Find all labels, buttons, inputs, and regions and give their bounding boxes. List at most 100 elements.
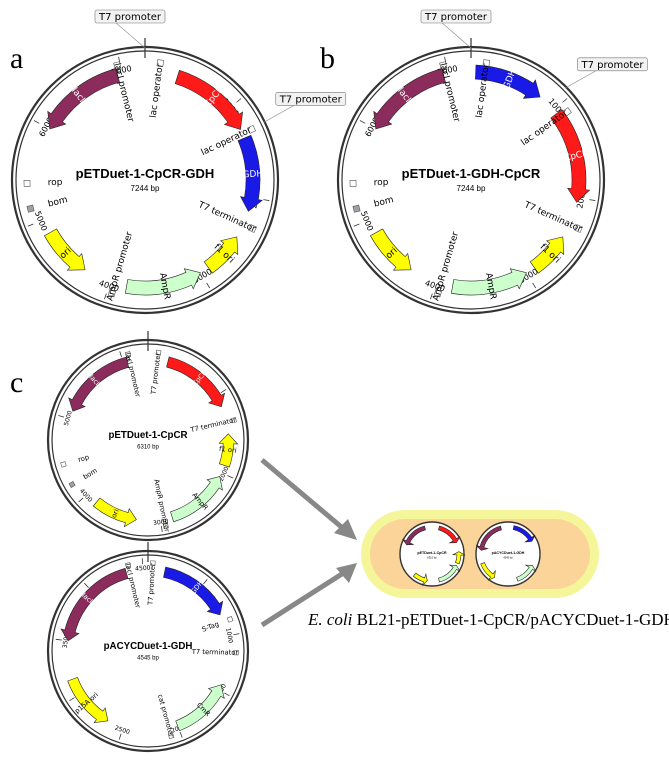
b-tick-4 — [353, 223, 360, 227]
c-top-tick-3 — [78, 497, 84, 503]
a-feature-ori — [43, 228, 86, 271]
c-bottom-marker-s-tag-2 — [226, 616, 234, 623]
a-label-rop-5: rop — [48, 178, 63, 188]
c-top-marker-t7-promoter-0 — [155, 349, 162, 356]
c-bottom-feature-laci — [60, 567, 129, 642]
c-top-tick-label-4: 5000 — [63, 410, 74, 427]
a-tick-0 — [236, 98, 242, 103]
a-marker-bom-6 — [26, 204, 35, 213]
c-top-marker-laci-promoter-3 — [124, 351, 132, 358]
b-label-bom-6: bom — [373, 195, 395, 210]
c-top-tick-4 — [58, 415, 65, 418]
c-top-feature-ampr — [170, 476, 223, 523]
b-marker-ampr-promoter-3 — [433, 289, 442, 298]
c-top-label-laci-promoter-3: lacI promoter — [124, 352, 142, 398]
a-marker-laci-promoter-4 — [113, 61, 122, 70]
a-tick-4 — [27, 223, 34, 227]
transform-arrows — [260, 458, 357, 628]
c-bottom-tick-6 — [55, 638, 62, 641]
b-marker-rop-5 — [349, 179, 357, 187]
b-tick-2 — [532, 282, 537, 289]
b-callout-1: T7 promoter — [580, 60, 644, 71]
a-callout-leader-1 — [263, 104, 296, 123]
cell-left-mini-feature-1 — [451, 551, 466, 565]
c-bottom-tick-label-8: 4500 — [135, 565, 151, 573]
b-callout-leader-1 — [565, 69, 598, 89]
c-bottom-tick-label-6: 3500 — [62, 632, 71, 648]
plasmid-map-c-top: 100020003000400050006000CpCRf1 oriAmpRor… — [46, 331, 250, 542]
c-top-marker-t7-terminator-1 — [230, 417, 237, 424]
c-top-feature-f1-ori — [218, 433, 239, 468]
a-map-name: pETDuet-1-CpCR-GDH — [76, 166, 215, 181]
b-callout-leader-0 — [440, 21, 472, 49]
arrow-bottom — [260, 569, 347, 628]
a-feature-label-gdh: GDH — [242, 169, 263, 180]
b-marker-t7-terminator-2 — [574, 224, 583, 233]
c-bottom-label-t7-promoter-0: T7 promoter — [146, 563, 156, 606]
plasmid-map-b: 1000200030004000500060007000GDHCpCRf1 or… — [336, 9, 648, 315]
b-tick-label-4: 5000 — [359, 209, 376, 232]
cell-left-mini-feature-2 — [438, 564, 461, 583]
a-tick-label-4: 5000 — [33, 209, 50, 232]
b-marker-bom-6 — [352, 204, 361, 213]
cell-right-mini-size: 4545 bp — [503, 556, 513, 560]
c-bottom-tick-4 — [118, 733, 122, 740]
b-map-name: pETDuet-1-GDH-CpCR — [402, 166, 541, 181]
a-label-bom-6: bom — [47, 195, 69, 210]
c-top-tick-label-2: 3000 — [153, 518, 169, 527]
cell-right-mini-feature-3 — [475, 525, 502, 551]
arrow-top — [260, 458, 347, 532]
c-top-tick-1 — [227, 475, 234, 479]
arrow-bottom-head — [336, 563, 357, 583]
c-bottom-tick-7 — [84, 582, 89, 588]
c-bottom-label-cat-promoter-4: cat promoter — [156, 693, 175, 738]
c-top-feature-label-f1-ori: f1 ori — [219, 445, 238, 455]
c-bottom-map-name: pACYCDuet-1-GDH — [104, 641, 193, 652]
caption-italic: E. coli — [308, 610, 353, 629]
cell-right-mini-feature-2 — [480, 562, 496, 581]
b-tick-0 — [562, 98, 568, 103]
a-callout-leader-0 — [114, 21, 146, 49]
a-feature-f1-ori — [203, 236, 239, 274]
b-tick-5 — [359, 120, 366, 124]
c-top-marker-bom-5 — [68, 481, 76, 488]
b-callout-box-0 — [420, 9, 492, 24]
b-feature-f1-ori — [529, 236, 565, 274]
a-map-size: 7244 bp — [131, 184, 160, 193]
c-bottom-feature-gdh — [163, 566, 224, 616]
b-tick-3 — [430, 293, 433, 300]
c-top-tick-2 — [160, 525, 163, 532]
c-bottom-tick-1 — [233, 633, 240, 636]
a-tick-1 — [263, 199, 270, 201]
plasmid-map-a: 1000200030004000500060007000CpCRGDHf1 or… — [10, 9, 347, 315]
cell-left-mini-feature-3 — [412, 572, 428, 586]
c-bottom-tick-2 — [224, 692, 230, 697]
a-tick-2 — [206, 282, 211, 289]
c-bottom-marker-laci-promoter-1 — [125, 562, 132, 569]
cell-left-mini-size: 6310 bp — [427, 556, 437, 560]
cell-right-mini-name: pACYCDuet-1-GDH — [492, 551, 525, 555]
a-tick-3 — [104, 293, 107, 300]
c-bottom-marker-cat-promoter-4 — [168, 732, 175, 740]
c-bottom-feature-cmr — [175, 684, 225, 732]
a-callout-0: T7 promoter — [98, 12, 162, 23]
arrow-top-head — [334, 519, 357, 540]
c-bottom-map-size: 4545 bp — [137, 655, 159, 661]
a-marker-t7-terminator-2 — [248, 224, 257, 233]
a-callout-1: T7 promoter — [279, 94, 343, 105]
c-bottom-marker-t7-terminator-3 — [233, 650, 239, 656]
caption-rest: BL21-pETDuet-1-CpCR/pACYCDuet-1-GDH — [352, 610, 669, 629]
ecoli-caption: E. coli BL21-pETDuet-1-CpCR/pACYCDuet-1-… — [308, 610, 669, 630]
c-top-tick-label-3: 4000 — [78, 488, 94, 504]
c-top-label-t7-terminator-1: T7 terminator — [189, 416, 237, 435]
b-callout-box-1 — [577, 57, 648, 72]
plasmid-map-c-bottom: 50010001500200025003000350040004500GDHCm… — [46, 542, 250, 753]
b-feature-ampr — [451, 268, 527, 296]
c-top-tick-0 — [220, 389, 227, 394]
b-marker-lac-operator-0 — [482, 59, 491, 67]
c-top-feature-laci — [68, 356, 130, 412]
c-top-label-rop-4: rop — [77, 453, 90, 464]
b-feature-ori — [369, 228, 412, 271]
